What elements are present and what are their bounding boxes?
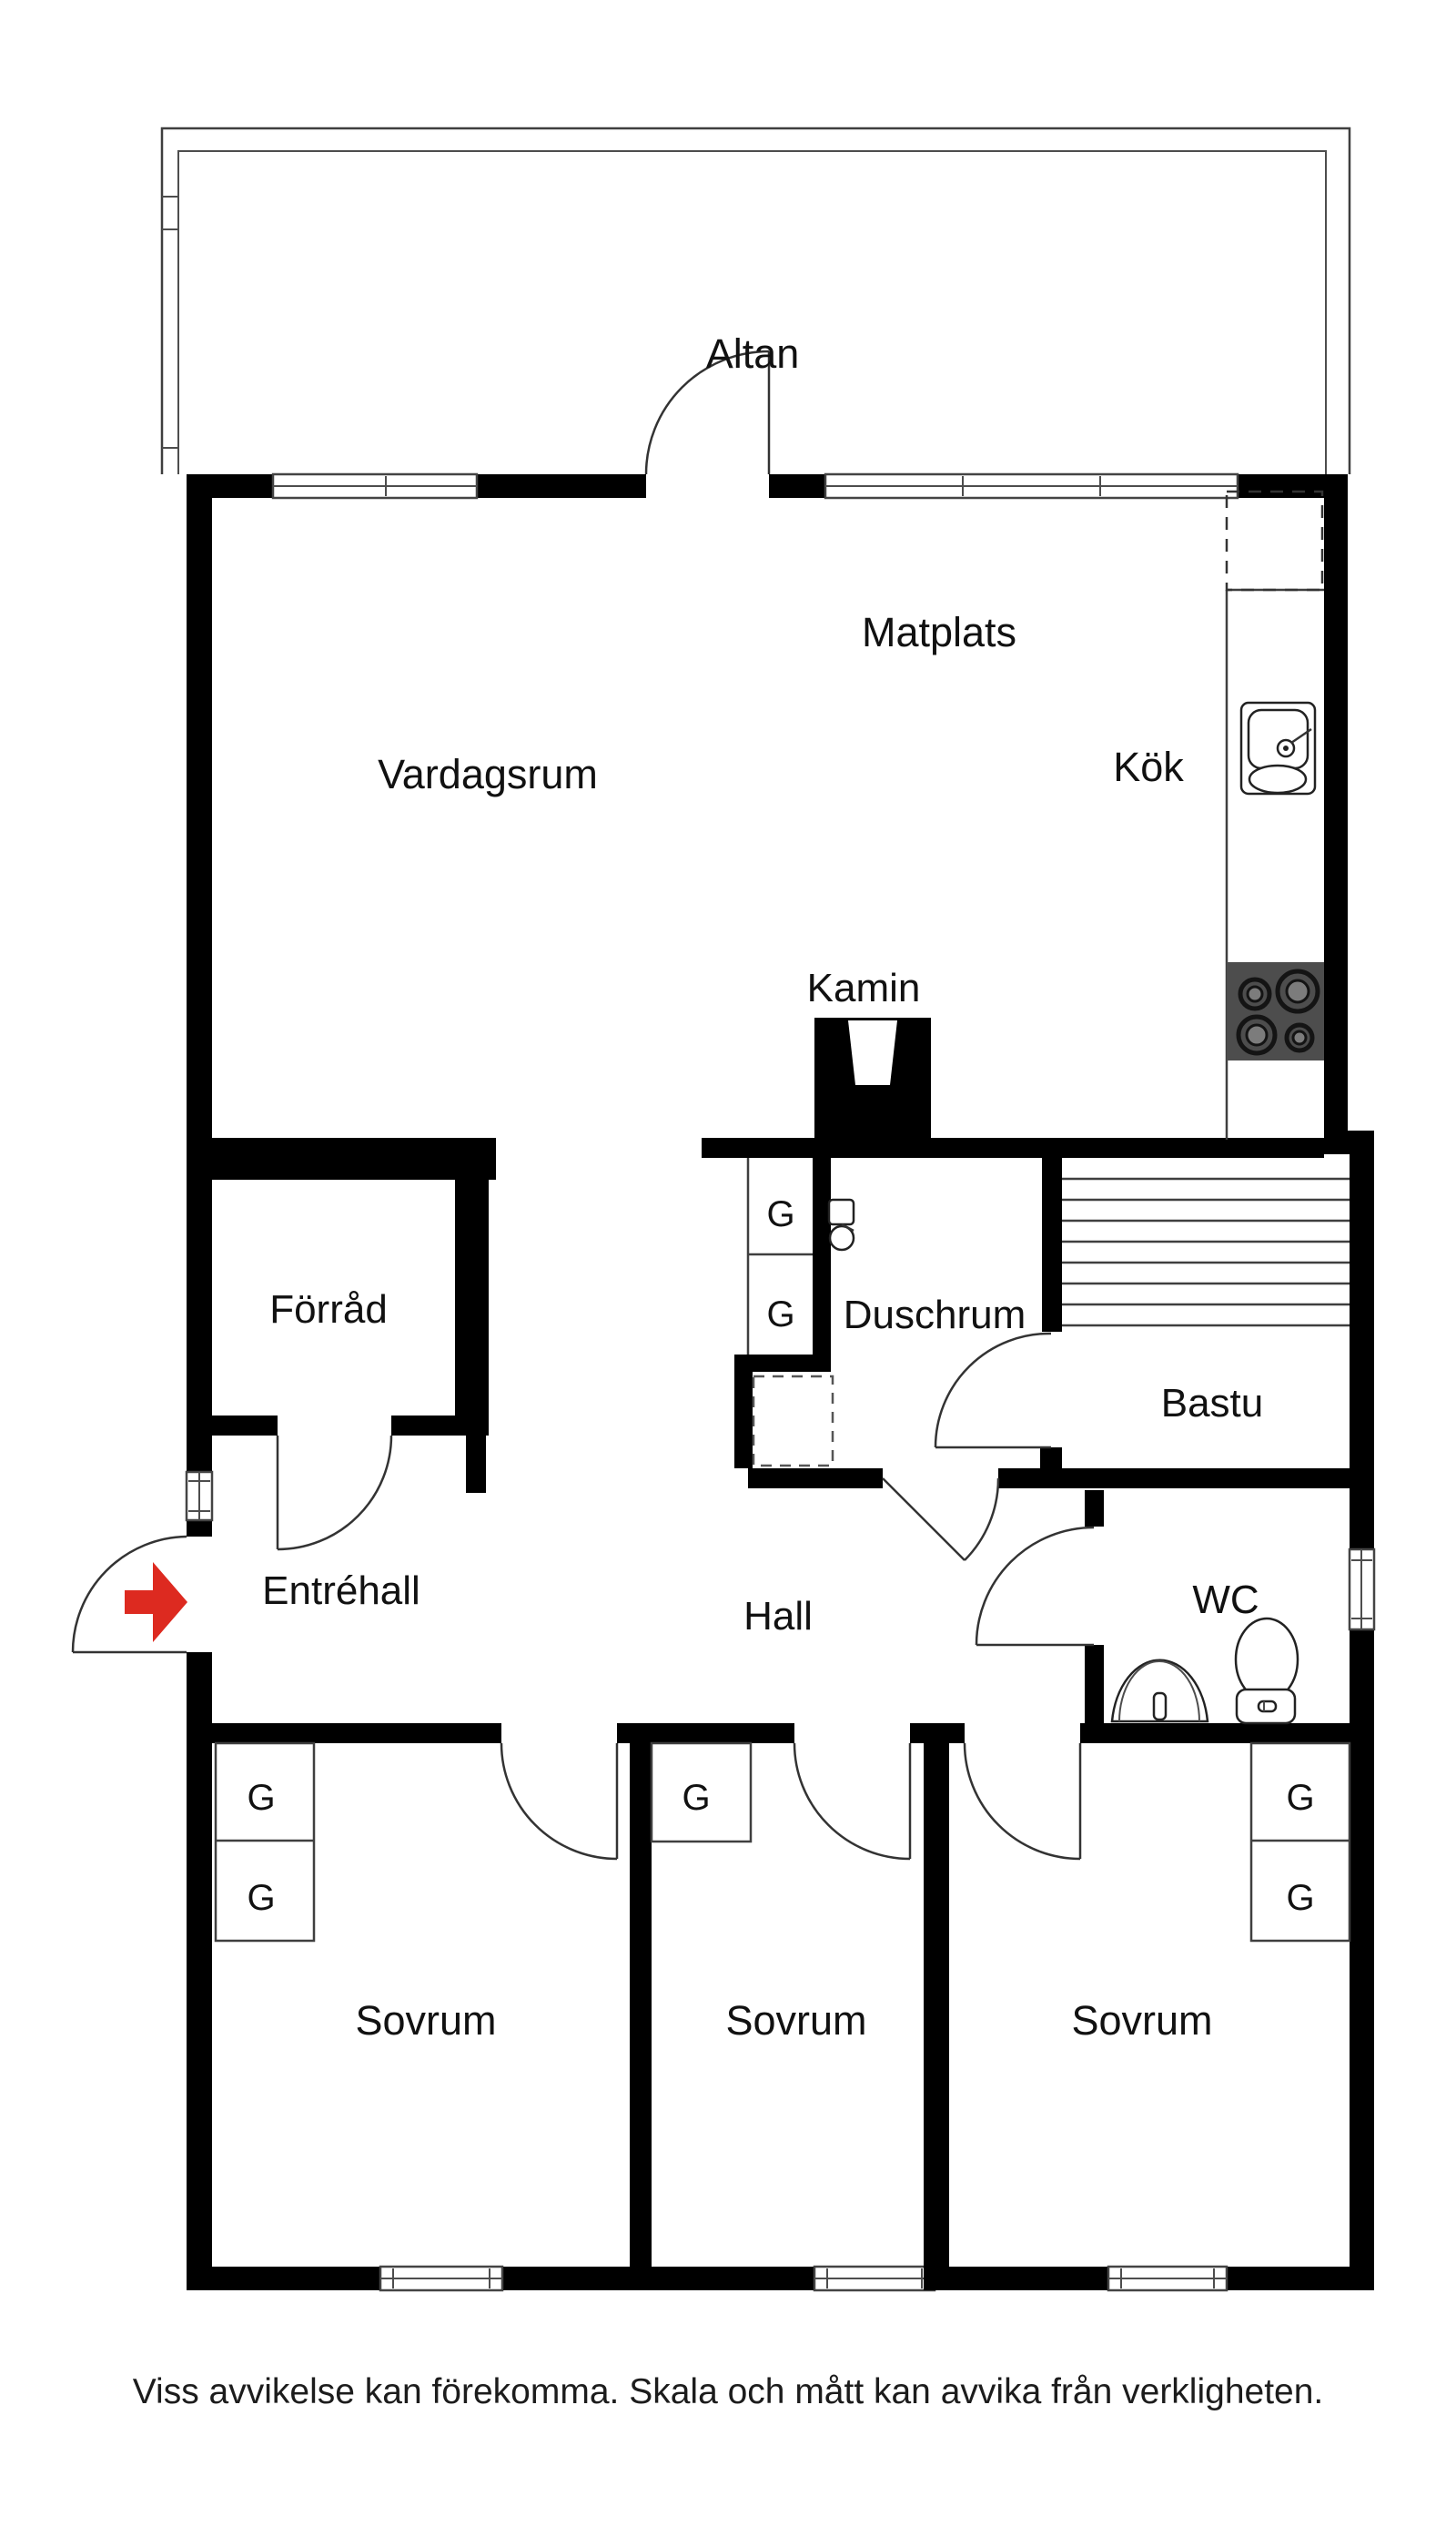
label-hall: Hall [743,1594,813,1639]
closet-bedroom-right [1249,1741,1351,1943]
label-matplats: Matplats [862,609,1016,655]
door-wc [975,1526,1095,1647]
washbasin-icon-wc [1110,1659,1209,1723]
appliance-dashed-square [1225,490,1324,592]
label-vardagsrum: Vardagsrum [378,751,598,797]
door-bedroom-middle [793,1742,912,1861]
door-bedroom-right [963,1742,1082,1861]
wall-left-upper [187,474,212,1472]
closet-hall [746,1158,813,1355]
label-sovrum-middle: Sovrum [725,1997,866,2044]
label-altan: Altan [706,330,800,377]
bath-fittings [752,1177,1350,1725]
wall-hallcloset-bottom [734,1355,831,1372]
interior-walls [187,1018,1374,2290]
wall-wc-left-upper [1085,1490,1104,1527]
door-duschrum [882,1477,1000,1561]
label-g-hall-1: G [766,1194,794,1234]
stove-burners-icon [1227,962,1324,1060]
label-duschrum: Duschrum [844,1293,1026,1337]
wall-bedroom-divider-1 [630,1723,652,2290]
window-left-wall [185,1470,214,1522]
label-g-left-1: G [247,1778,275,1818]
label-g-middle: G [682,1778,710,1818]
label-g-hall-2: G [766,1294,794,1334]
wall-entrehall-right-stub [466,1436,486,1493]
fireplace-icon [814,1018,931,1138]
wall-right-kitchen [1324,474,1348,1154]
balcony-left-notch [162,196,178,449]
shower-dashed-square [752,1375,834,1467]
wall-right-upper [1350,1131,1374,1549]
closets [214,1158,1351,1943]
wall-left-mid [187,1520,212,1537]
balcony-outer-line [160,127,1351,474]
window-top-left [271,472,479,500]
wall-top-3 [769,474,825,498]
toilet-icon [1234,1617,1299,1725]
wall-left-lower [187,1652,212,2290]
wardrobe-labels: G G G G G G G [247,1194,1314,1918]
windows [185,472,1376,2292]
wall-bastu-left [1042,1158,1062,1332]
label-bastu: Bastu [1161,1381,1264,1426]
label-g-right-2: G [1286,1878,1314,1918]
label-g-left-2: G [247,1878,275,1918]
disclaimer-text: Viss avvikelse kan förekomma. Skala och … [133,2372,1324,2411]
wall-hall-south-4 [1080,1723,1374,1743]
balcony-inner-line [177,150,1327,474]
wall-bedroom-divider-2 [924,1723,949,2290]
window-right-wall [1348,1547,1376,1631]
window-bedroom-left [379,2265,504,2292]
closet-bedroom-middle [650,1741,753,1843]
window-bedroom-middle [813,2265,936,2292]
wall-livingroom-south-left [187,1138,496,1180]
wall-hall-south-2 [617,1723,794,1743]
wall-hallcloset-right [813,1158,831,1355]
door-bastu [934,1332,1052,1449]
wall-forrad-bottom-left [212,1416,278,1436]
label-entrehall: Entréhall [262,1568,420,1613]
washbasin-icon-duschrum [827,1198,855,1252]
kitchen-fittings [1225,490,1324,1140]
entry-direction-arrow [125,1562,187,1642]
doors [71,350,1095,1861]
label-sovrum-left: Sovrum [355,1997,496,2044]
wall-forrad-right [455,1138,489,1436]
kitchen-sink-icon [1239,701,1317,796]
wall-hall-south-1 [212,1723,501,1743]
wall-shower-left [734,1372,753,1468]
wall-top-2 [477,474,646,498]
wall-top-4 [1238,474,1324,498]
label-kok: Kök [1113,744,1184,790]
wall-duschrum-south-right [998,1468,1350,1488]
room-labels: Altan Matplats Vardagsrum Kök Kamin Förr… [262,330,1263,2044]
wall-bastu-left-step [1040,1447,1062,1468]
label-forrad: Förråd [269,1287,388,1332]
wall-wc-left-lower [1085,1645,1104,1727]
door-altan [644,350,771,475]
door-forrad [276,1435,393,1551]
wall-bottom-1 [187,2267,380,2290]
window-bedroom-right [1107,2265,1228,2292]
wall-duschrum-south-left [748,1468,883,1488]
label-g-right-1: G [1286,1778,1314,1818]
door-bedroom-left [500,1742,619,1861]
balcony-outline [160,127,1351,474]
door-entry [71,1535,187,1654]
sauna-bench-slats [1062,1177,1350,1327]
label-kamin: Kamin [807,966,921,1010]
wall-forrad-bottom-right [391,1416,489,1436]
label-wc: WC [1192,1578,1259,1622]
closet-bedroom-left [214,1741,316,1943]
wall-bottom-3 [935,2267,1108,2290]
label-sovrum-right: Sovrum [1071,1997,1212,2044]
window-top-right [824,472,1239,500]
wall-livingroom-south-right [702,1138,1324,1158]
wall-bottom-2 [502,2267,814,2290]
